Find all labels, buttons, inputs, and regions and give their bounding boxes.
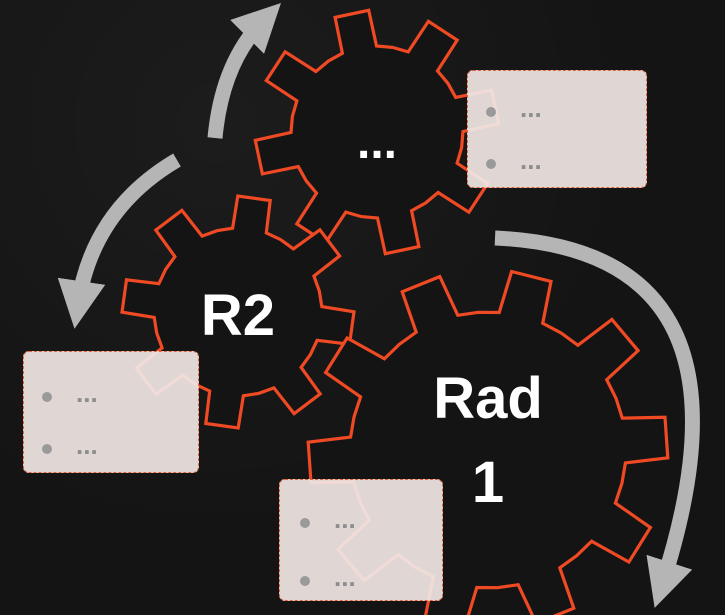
card-bottom: ... ... xyxy=(279,479,443,601)
card-left: ... ... xyxy=(23,351,199,473)
card-left-item-1: ... xyxy=(42,380,98,410)
cycle-arrow-up xyxy=(207,3,281,139)
card-bottom-item-1: ... xyxy=(300,506,356,536)
bullet-icon xyxy=(300,576,310,586)
bullet-icon xyxy=(42,392,52,402)
card-left-item-2: ... xyxy=(42,432,98,462)
gear-rad1-label-line2: 1 xyxy=(472,450,504,515)
bullet-icon xyxy=(42,444,52,454)
card-top-right-item-2: ... xyxy=(486,147,542,177)
bullet-icon xyxy=(300,518,310,528)
bullet-icon xyxy=(486,107,496,117)
gear-r2-label: R2 xyxy=(201,283,275,348)
card-top-right-item-1: ... xyxy=(486,95,542,125)
gear-rad1-label-line1: Rad xyxy=(433,366,543,431)
cycle-arrow-right xyxy=(494,230,700,608)
card-top-right: ... ... xyxy=(467,70,647,188)
gear-top-label: ... xyxy=(357,116,397,169)
cycle-arrow-left xyxy=(57,153,181,329)
bullet-icon xyxy=(486,159,496,169)
card-bottom-item-2: ... xyxy=(300,564,356,594)
